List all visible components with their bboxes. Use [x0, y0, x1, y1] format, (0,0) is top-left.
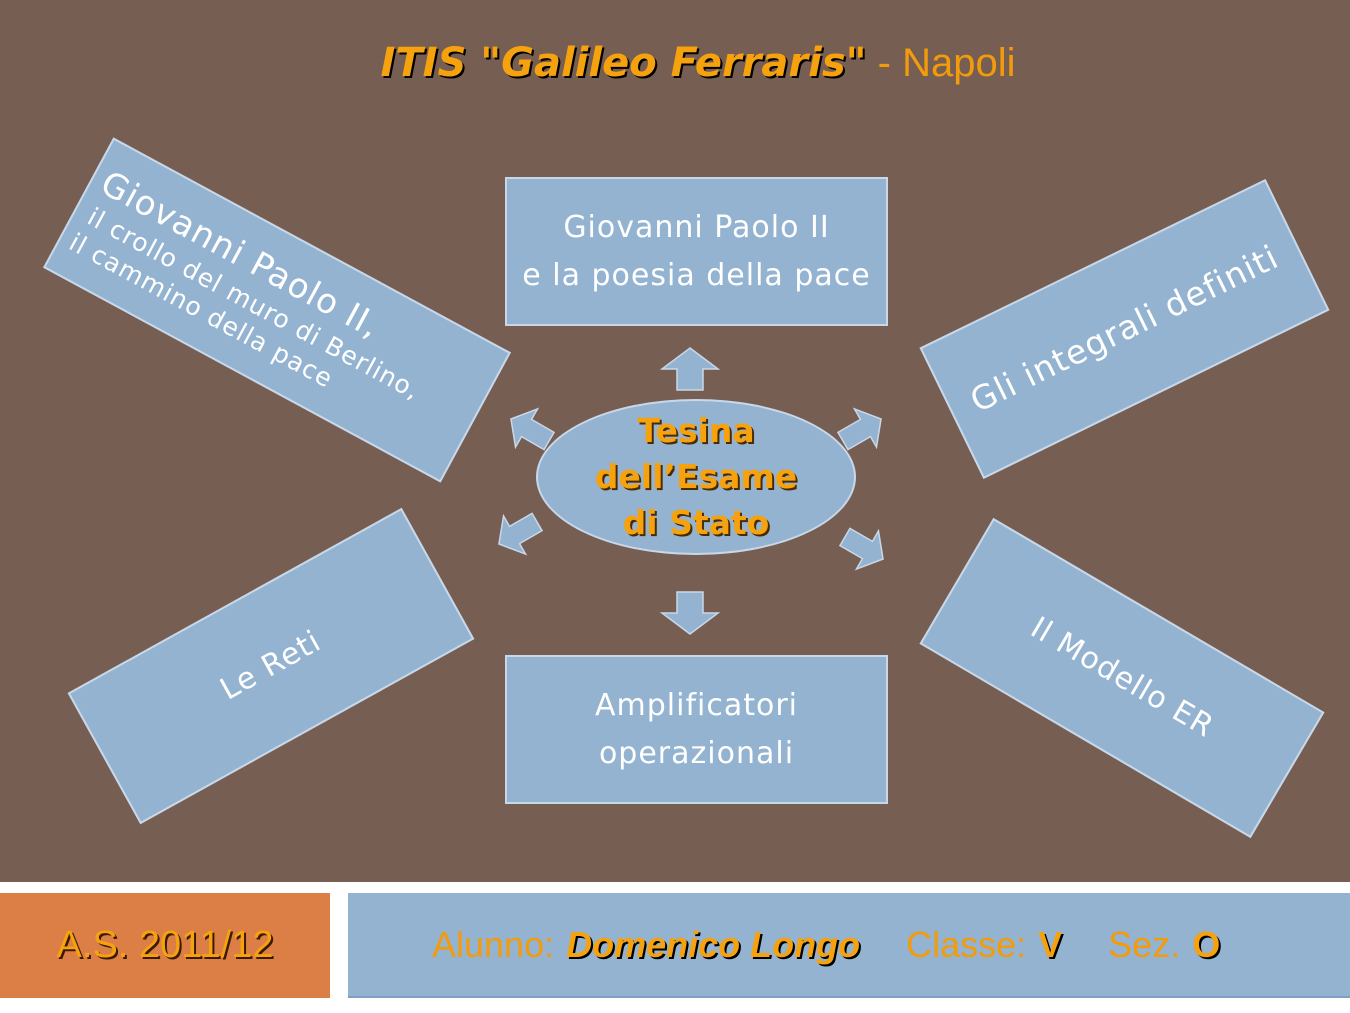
student-label: Alunno:: [432, 923, 555, 965]
arrow-up-left-icon: [510, 407, 556, 451]
center-line2: dell’Esame: [594, 456, 798, 496]
slide-background: ITIS "Galileo Ferraris" - Napoli Giovann…: [0, 0, 1350, 882]
topic-top-line1: Giovanni Paolo II: [563, 209, 830, 245]
topic-top-line2: e la poesia della pace: [522, 257, 871, 293]
topic-bottom-left-label: Le Reti: [214, 623, 328, 708]
arrow-down-left-icon: [498, 512, 544, 556]
school-year-box: A.S. 2011/12: [0, 893, 330, 998]
arrow-down-right-icon: [838, 527, 884, 571]
class-label: Classe:: [906, 923, 1027, 965]
class-value: V: [1038, 923, 1063, 965]
school-year: A.S. 2011/12: [56, 924, 274, 966]
arrow-up-icon: [659, 347, 721, 391]
center-line1: Tesina: [637, 410, 755, 450]
topic-box-top: Giovanni Paolo II e la poesia della pace: [505, 177, 888, 326]
section-value: O: [1192, 923, 1221, 965]
slide-title: ITIS "Galileo Ferraris" - Napoli: [0, 40, 1350, 86]
topic-box-bottom: Amplificatori operazionali: [505, 655, 888, 804]
student-name: Domenico Longo: [566, 923, 861, 965]
school-name: ITIS "Galileo Ferraris": [380, 40, 867, 86]
arrows-layer: [498, 347, 884, 635]
arrow-down-icon: [659, 591, 721, 635]
topic-bottom-line1: Amplificatori: [594, 687, 799, 723]
arrow-up-right-icon: [836, 407, 882, 451]
center-ellipse: Tesina dell’Esame di Stato: [536, 399, 856, 555]
section-label: Sez.: [1108, 923, 1181, 965]
center-line3: di Stato: [622, 503, 770, 543]
city-name: - Napoli: [866, 41, 1016, 85]
topic-bottom-line2: operazionali: [598, 735, 795, 771]
student-info-box: Alunno: Domenico Longo Classe: V Sez. O: [348, 893, 1350, 998]
